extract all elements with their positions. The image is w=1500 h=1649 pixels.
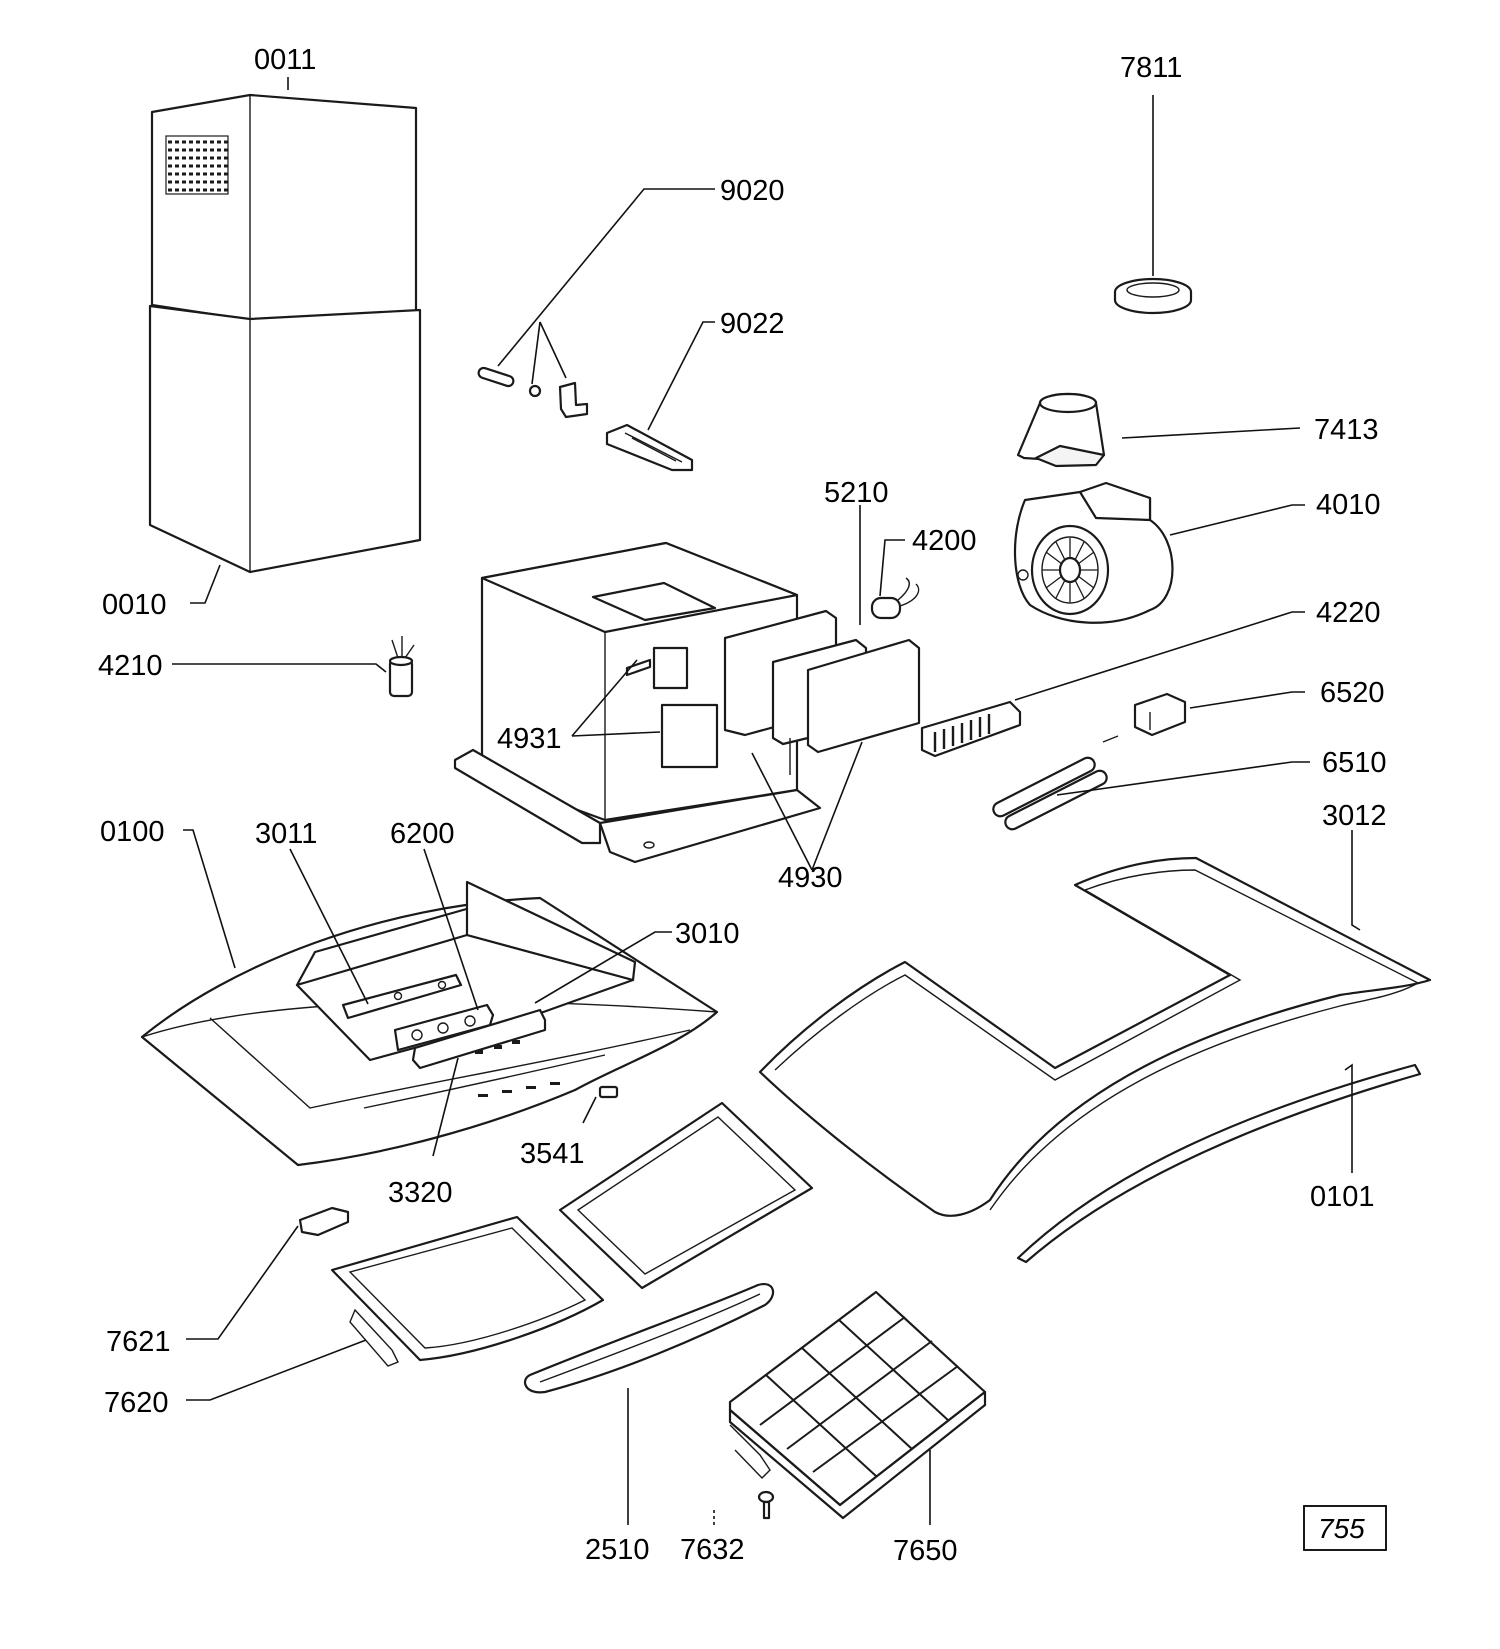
label-4200: 4200 bbox=[912, 525, 977, 557]
small-hardware-set bbox=[477, 366, 589, 419]
label-7650: 7650 bbox=[893, 1535, 958, 1567]
label-7620: 7620 bbox=[104, 1387, 169, 1419]
reference-number: 755 bbox=[1318, 1513, 1365, 1544]
blower-motor-housing bbox=[1013, 481, 1174, 624]
control-board-set bbox=[723, 609, 921, 775]
motor-box-chassis bbox=[453, 541, 822, 864]
screw-icon bbox=[757, 1490, 775, 1520]
fan-cone-adapter bbox=[1016, 392, 1106, 468]
label-6200: 6200 bbox=[390, 818, 455, 850]
lamp-switch-board bbox=[341, 973, 463, 1020]
leader-lines bbox=[172, 77, 1361, 1525]
label-0011: 0011 bbox=[254, 44, 316, 76]
label-0100: 0100 bbox=[100, 816, 165, 848]
label-4931: 4931 bbox=[497, 723, 562, 755]
chimney-cover-lower bbox=[148, 304, 422, 574]
label-0010: 0010 bbox=[102, 589, 167, 621]
label-3012: 3012 bbox=[1322, 800, 1387, 832]
label-4210: 4210 bbox=[98, 650, 163, 682]
label-3010: 3010 bbox=[675, 918, 740, 950]
vent-grille-icon bbox=[165, 135, 229, 195]
lamp-holder bbox=[1133, 692, 1187, 737]
capacitor bbox=[870, 577, 920, 620]
label-4930: 4930 bbox=[778, 862, 843, 894]
label-3011: 3011 bbox=[255, 818, 317, 850]
label-9020: 9020 bbox=[720, 175, 785, 207]
chimney-cover-upper bbox=[150, 93, 418, 322]
edge-trim-strip bbox=[1016, 1063, 1422, 1264]
label-4010: 4010 bbox=[1316, 489, 1381, 521]
grease-filter-frame-left bbox=[330, 1215, 605, 1367]
label-6510: 6510 bbox=[1322, 747, 1387, 779]
terminal-block bbox=[920, 700, 1022, 758]
filter-clip bbox=[298, 1206, 350, 1237]
lamp-cover-gasket bbox=[523, 1282, 775, 1394]
label-3541: 3541 bbox=[520, 1138, 585, 1170]
push-button-panel bbox=[393, 1003, 495, 1052]
air-outlet-ring bbox=[1113, 277, 1193, 315]
grease-filter-frame-center bbox=[558, 1101, 814, 1290]
label-2510: 2510 bbox=[585, 1534, 650, 1566]
label-7413: 7413 bbox=[1314, 414, 1379, 446]
label-7632: 7632 bbox=[680, 1534, 745, 1566]
capacitor-small bbox=[388, 636, 415, 698]
label-4220: 4220 bbox=[1316, 597, 1381, 629]
glass-frame bbox=[758, 856, 1432, 1217]
button-marks bbox=[478, 1082, 560, 1097]
control-bar bbox=[411, 1008, 547, 1070]
label-6520: 6520 bbox=[1320, 677, 1385, 709]
label-9022: 9022 bbox=[720, 308, 785, 340]
indicator-lens bbox=[598, 1085, 619, 1099]
reference-box: 755 bbox=[1303, 1505, 1387, 1551]
label-0101: 0101 bbox=[1310, 1181, 1375, 1213]
label-3320: 3320 bbox=[388, 1177, 453, 1209]
part-labels: 0011 7811 9020 9022 7413 4010 5210 4200 … bbox=[98, 44, 1387, 1567]
label-5210: 5210 bbox=[824, 477, 889, 509]
label-7811: 7811 bbox=[1120, 52, 1182, 84]
label-7621: 7621 bbox=[106, 1326, 171, 1358]
charcoal-filter bbox=[728, 1290, 987, 1520]
fluorescent-lamp bbox=[992, 735, 1119, 831]
mounting-bracket bbox=[605, 423, 694, 472]
